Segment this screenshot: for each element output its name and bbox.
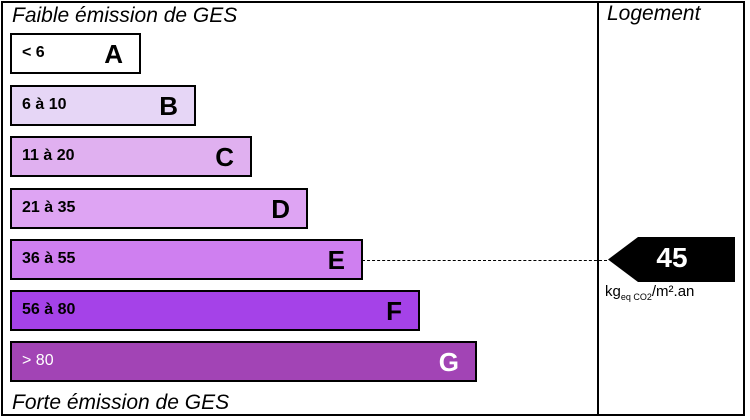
class-bar-f: 56 à 80 F: [10, 290, 420, 331]
class-range: > 80: [22, 352, 54, 369]
class-range: 11 à 20: [22, 147, 75, 164]
class-bar-b: 6 à 10 B: [10, 85, 196, 126]
column-title: Logement: [607, 2, 701, 25]
column-divider: [597, 1, 599, 416]
indicator-leader-line: [362, 260, 607, 261]
high-emission-label: Forte émission de GES: [12, 391, 230, 414]
class-letter: E: [327, 245, 345, 275]
low-emission-label: Faible émission de GES: [12, 4, 238, 27]
indicator-value: 45: [656, 242, 688, 273]
class-range: 36 à 55: [22, 250, 76, 267]
class-bar-g: > 80 G: [10, 341, 477, 382]
class-letter: A: [104, 39, 123, 69]
class-bar-e: 36 à 55 E: [10, 239, 363, 280]
class-bar-d: 21 à 35 D: [10, 188, 308, 229]
class-letter: F: [386, 296, 402, 326]
class-letter: B: [159, 91, 178, 121]
class-range: 56 à 80: [22, 301, 76, 318]
class-letter: C: [215, 142, 234, 172]
class-range: 21 à 35: [22, 199, 76, 216]
class-letter: G: [438, 347, 459, 377]
class-bar-a: < 6 A: [10, 33, 141, 74]
unit-subscript: eq CO2: [620, 292, 652, 302]
class-range: < 6: [22, 44, 45, 61]
unit-rest: /m².an: [651, 283, 695, 300]
indicator-arrow-icon: [608, 237, 735, 282]
class-bar-c: 11 à 20 C: [10, 136, 252, 177]
class-letter: D: [271, 194, 290, 224]
class-range: 6 à 10: [22, 96, 67, 113]
unit-main: kg: [605, 283, 621, 300]
indicator-unit: kgeq CO2/m².an: [605, 283, 694, 302]
